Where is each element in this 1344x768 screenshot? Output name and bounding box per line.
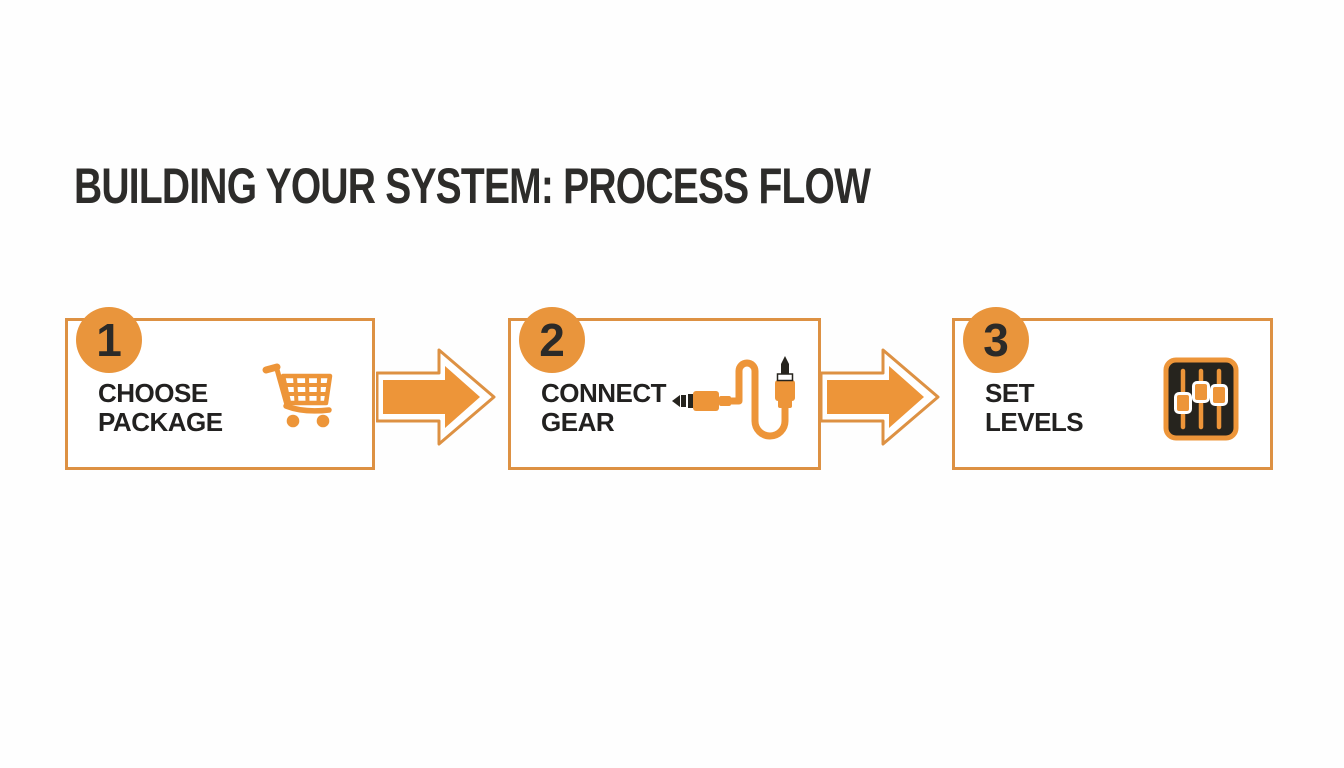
right-arrow-icon [820,348,940,446]
step-label: SET LEVELS [985,378,1084,437]
step-label-line1: CONNECT [541,378,667,408]
step-number: 1 [96,314,122,366]
audio-cable-icon [672,356,795,440]
step-number-badge: 3 [963,307,1029,373]
step-label-line1: SET [985,378,1035,408]
step-box-choose-package: 1 CHOOSE PACKAGE [65,307,375,470]
step-number: 2 [539,314,565,366]
step-box-set-levels: 3 SET LEVELS [952,307,1273,470]
step-label: CHOOSE PACKAGE [98,379,223,437]
step-label-line2: LEVELS [985,407,1084,437]
step-label-line2: GEAR [541,407,615,437]
mixer-faders-icon [1163,357,1239,441]
shopping-cart-icon [262,363,333,428]
step-number-badge: 1 [76,307,142,373]
page-title: BUILDING YOUR SYSTEM: PROCESS FLOW [74,158,871,214]
step-label: CONNECT GEAR [541,378,667,437]
right-arrow-icon [376,348,496,446]
step-number-badge: 2 [519,307,585,373]
step-number: 3 [983,314,1009,366]
step-label-line1: CHOOSE [98,378,208,408]
step-label-line2: PACKAGE [98,407,223,437]
step-box-connect-gear: 2 CONNECT GEAR [508,307,821,470]
